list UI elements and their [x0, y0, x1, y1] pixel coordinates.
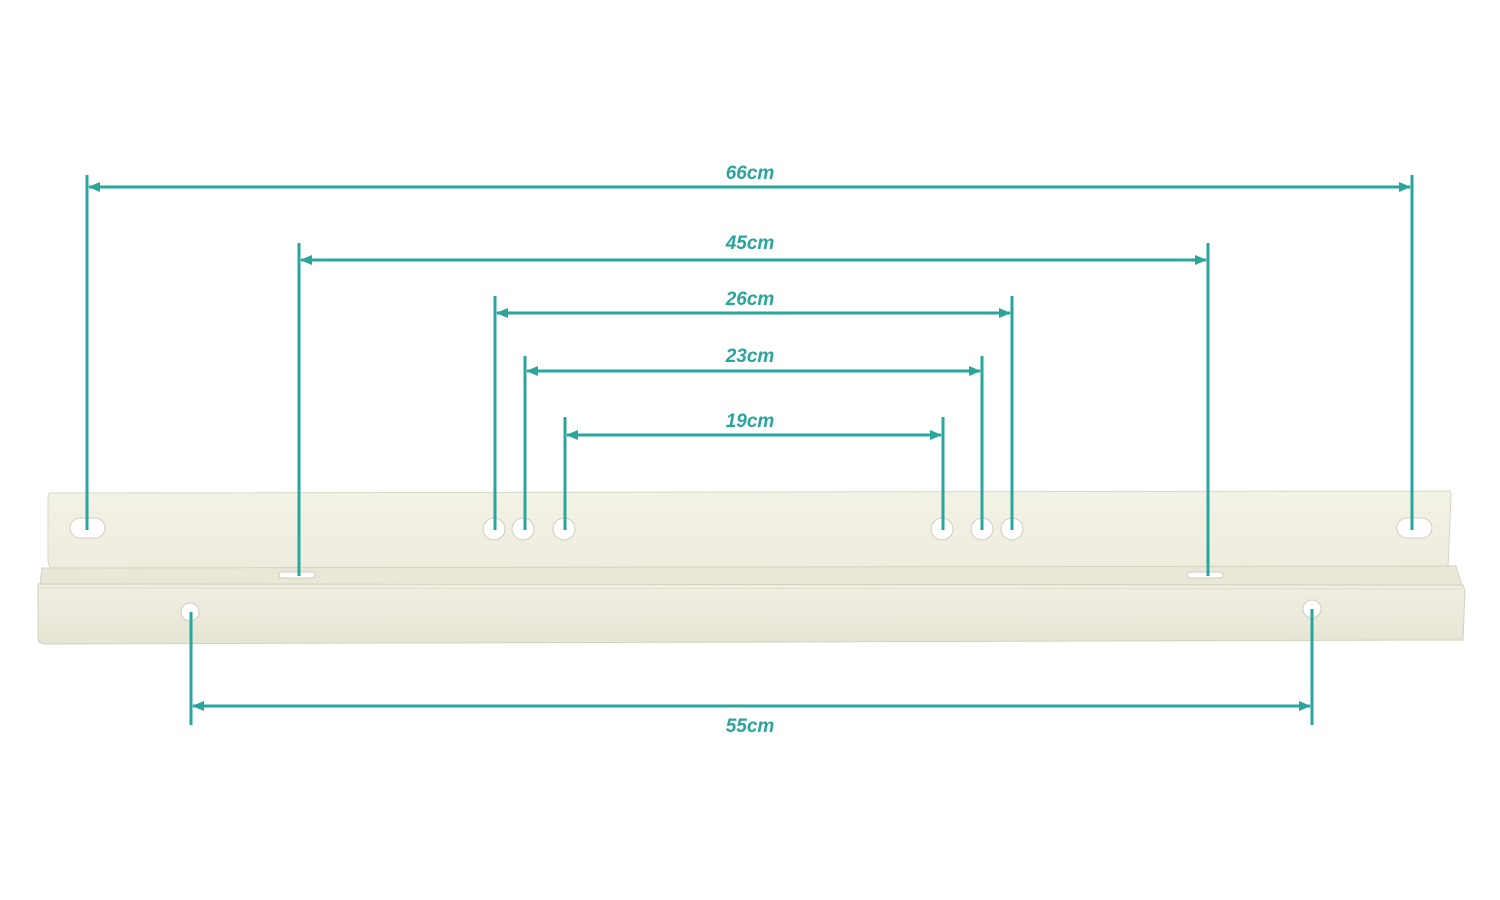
label-45cm: 45cm: [725, 233, 775, 254]
bracket-fold: [39, 565, 1463, 587]
label-23cm: 23cm: [725, 346, 775, 367]
label-66cm: 66cm: [726, 163, 775, 184]
dimension-26cm: [493, 296, 1014, 530]
label-55cm: 55cm: [726, 716, 775, 737]
dimension-66cm: [85, 175, 1414, 530]
hole-left-2: [511, 517, 535, 541]
fold-slot-right: [1186, 571, 1224, 579]
label-26cm: 26cm: [725, 289, 775, 310]
label-19cm: 19cm: [726, 411, 775, 432]
dimension-19cm: [563, 417, 945, 530]
fold-slot-left: [278, 571, 316, 579]
dimension-55cm: [189, 609, 1314, 725]
mounting-bracket: [37, 490, 1466, 645]
bracket-base: [37, 583, 1466, 645]
slot-hole-right: [1396, 517, 1433, 539]
dimension-23cm: [523, 356, 984, 530]
dimension-lines: [85, 175, 1414, 725]
dimension-45cm: [297, 243, 1210, 576]
dimension-labels: 66cm 45cm 26cm 23cm 19cm 55cm: [725, 163, 775, 737]
